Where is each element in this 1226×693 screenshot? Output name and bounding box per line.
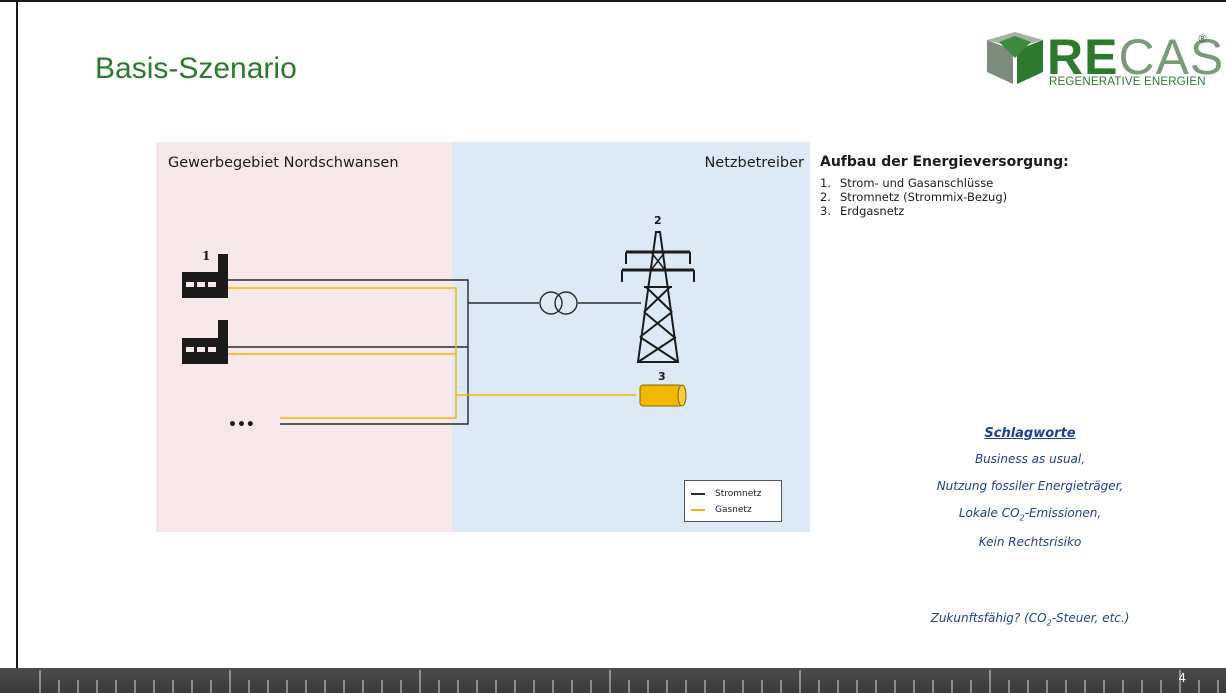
logo-brand: RECASE xyxy=(1047,32,1226,82)
marker-2: 2 xyxy=(654,214,662,227)
schlagworte-section: Schlagworte Business as usual, Nutzung f… xyxy=(880,426,1180,562)
schlagworte-title: Schlagworte xyxy=(984,426,1076,441)
legend-swatch-gasnetz xyxy=(691,509,705,511)
legend-item-stromnetz: Stromnetz xyxy=(691,489,762,499)
aufbau-item-number: 1. xyxy=(820,176,831,190)
aufbau-item-number: 2. xyxy=(820,190,831,204)
aufbau-item-number: 3. xyxy=(820,204,831,218)
page-number: 4 xyxy=(1178,671,1186,685)
schlagwort-line: Business as usual, xyxy=(974,452,1086,466)
diagram-graphics: 1 ••• xyxy=(182,214,695,433)
footer-bar: 4 xyxy=(0,668,1226,693)
legend-item-gasnetz: Gasnetz xyxy=(691,505,752,515)
marker-1: 1 xyxy=(202,249,210,263)
left-border xyxy=(16,0,18,693)
transformer-icon xyxy=(539,291,578,315)
more-factories-ellipsis: ••• xyxy=(228,417,255,433)
zone-gewerbegebiet xyxy=(156,142,452,532)
footer-ruler-ticks xyxy=(39,670,1219,693)
aufbau-item-text: Stromnetz (Strommix-Bezug) xyxy=(840,190,1008,204)
schlagwort-line: Kein Rechtsrisiko xyxy=(978,535,1082,550)
top-border xyxy=(0,0,1226,2)
energy-supply-diagram: Gewerbegebiet Nordschwansen Netzbetreibe… xyxy=(156,142,810,532)
recase-logo-icon xyxy=(987,32,1043,84)
aufbau-item-text: Strom- und Gasanschlüsse xyxy=(840,176,994,190)
schlagwort-line: Nutzung fossiler Energieträger, xyxy=(936,479,1124,493)
power-tower-icon xyxy=(621,231,695,363)
co2-suffix: -Emissionen, xyxy=(1024,506,1102,520)
aufbau-list-item: 3. Erdgasnetz xyxy=(820,204,1210,218)
aufbau-list-item: 2. Stromnetz (Strommix-Bezug) xyxy=(820,190,1210,204)
logo-brand-light: CASE xyxy=(1118,29,1226,85)
gasnetz-lines xyxy=(228,287,636,419)
factory-icon xyxy=(182,320,228,364)
co2-prefix: Lokale CO xyxy=(958,506,1020,520)
logo-brand-bold: RE xyxy=(1047,29,1119,85)
recase-logo: RECASE ® REGENERATIVE ENERGIEN xyxy=(985,32,1226,94)
schlagwort-line: Lokale CO2-Emissionen, xyxy=(880,506,1180,522)
zukunft-prefix: Zukunftsfähig? (CO xyxy=(930,611,1047,625)
zone-netzbetreiber-label: Netzbetreiber xyxy=(704,155,804,171)
co2-subscript: 2 xyxy=(1019,513,1025,523)
zone-gewerbegebiet-label: Gewerbegebiet Nordschwansen xyxy=(168,155,399,171)
legend-label-stromnetz: Stromnetz xyxy=(715,489,762,499)
stromnetz-lines xyxy=(228,279,641,425)
gas-tank-icon xyxy=(639,384,687,407)
zukunft-question: Zukunftsfähig? (CO2-Steuer, etc.) xyxy=(880,611,1180,627)
diagram-legend: Stromnetz Gasnetz xyxy=(684,480,782,522)
legend-label-gasnetz: Gasnetz xyxy=(715,505,752,515)
legend-swatch-stromnetz xyxy=(691,493,705,495)
slide-title: Basis-Szenario xyxy=(95,52,297,85)
zukunft-suffix: -Steuer, etc.) xyxy=(1051,611,1130,625)
logo-subtitle: REGENERATIVE ENERGIEN xyxy=(1049,76,1206,88)
logo-registered-mark: ® xyxy=(1197,32,1208,45)
aufbau-title: Aufbau der Energieversorgung: xyxy=(820,154,1069,170)
factory-icon xyxy=(182,254,228,298)
zone-netzbetreiber xyxy=(452,142,810,532)
marker-3: 3 xyxy=(658,370,666,383)
aufbau-item-text: Erdgasnetz xyxy=(840,204,905,218)
zukunft-subscript: 2 xyxy=(1046,618,1052,628)
aufbau-section: Aufbau der Energieversorgung: 1. Strom- … xyxy=(820,154,1210,218)
aufbau-list-item: 1. Strom- und Gasanschlüsse xyxy=(820,176,1210,190)
